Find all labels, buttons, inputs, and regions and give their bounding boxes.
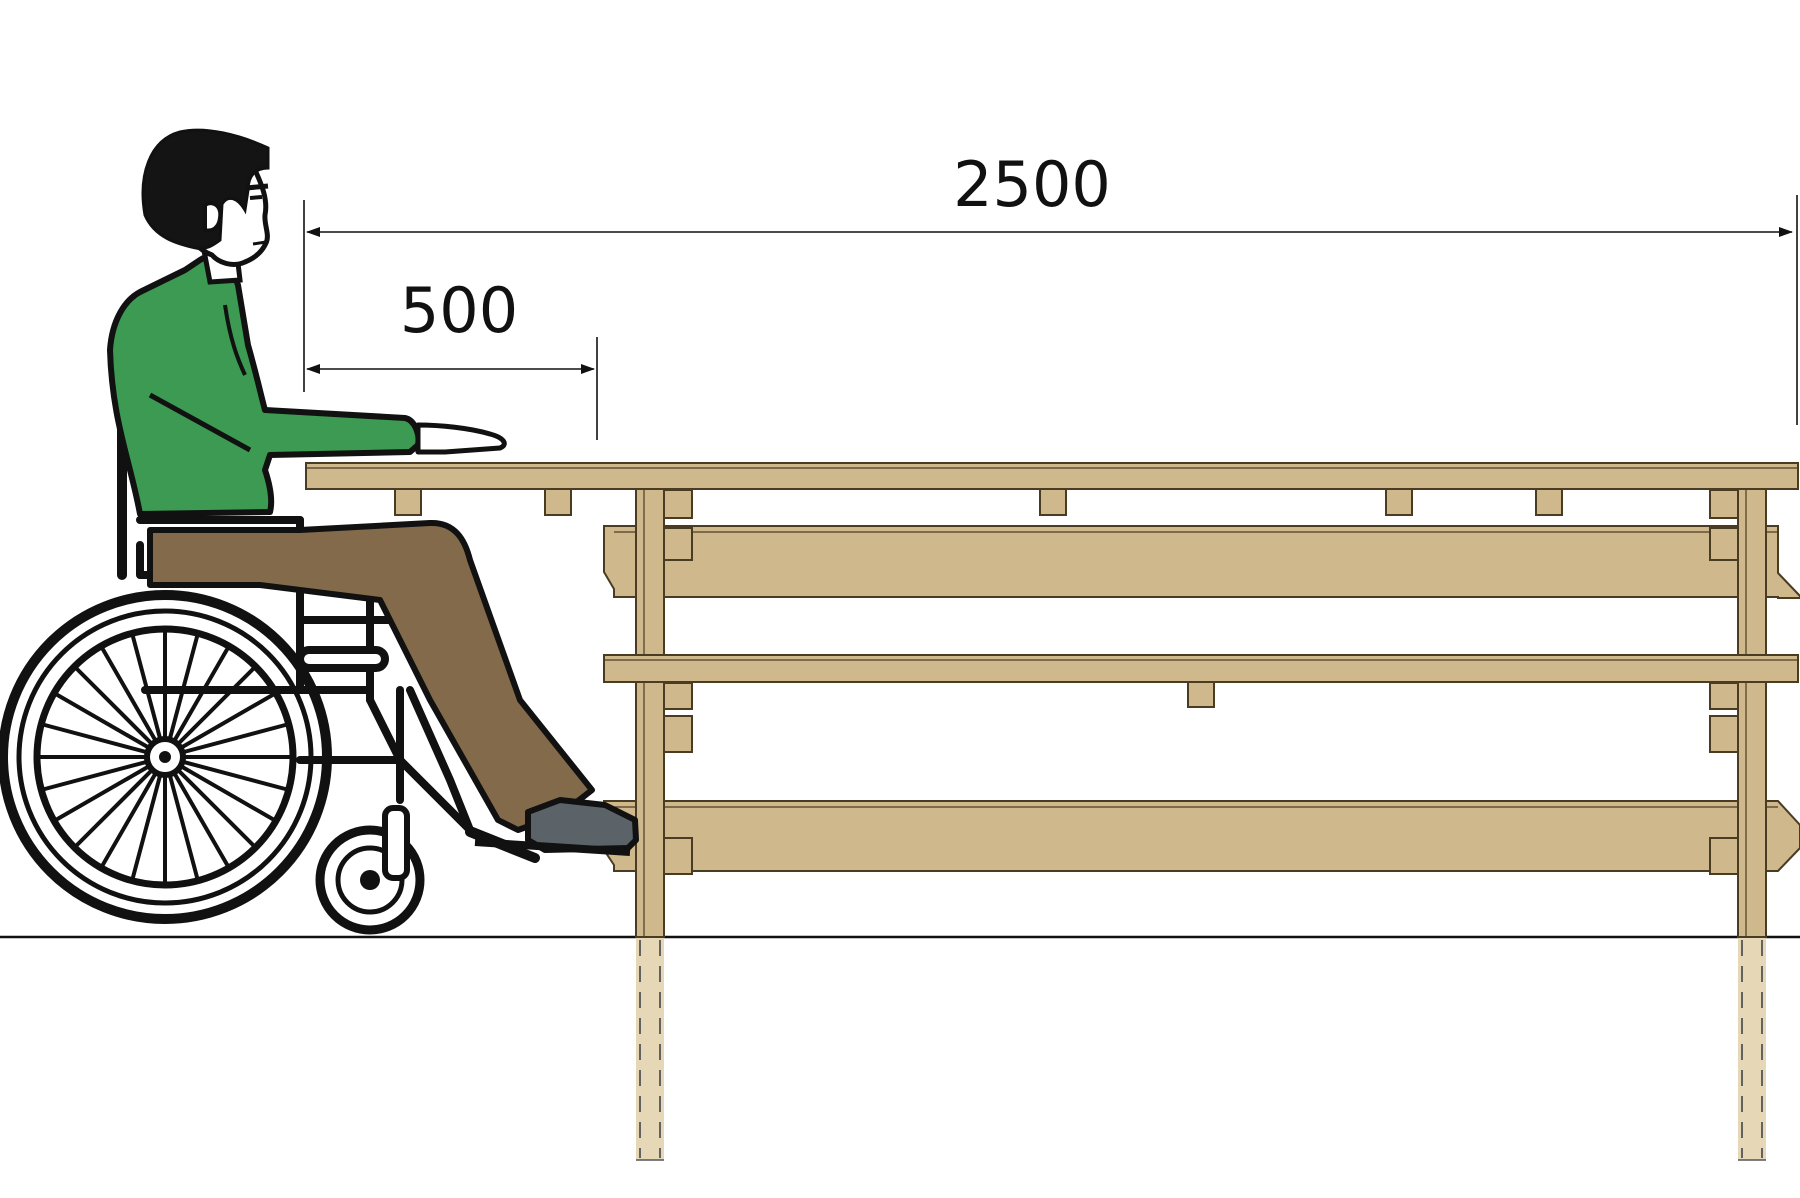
mouth bbox=[252, 240, 267, 246]
wheelchair-user-figure bbox=[0, 128, 639, 935]
upper-rail bbox=[603, 525, 1800, 599]
dimension-total: 2500 bbox=[303, 148, 1798, 425]
dimension-label-overhang: 500 bbox=[400, 274, 518, 347]
dimension-overhang: 500 bbox=[306, 274, 598, 440]
eye bbox=[249, 195, 263, 200]
left-post bbox=[635, 479, 665, 938]
ear bbox=[203, 201, 223, 233]
wheelchair-caster-wheel bbox=[315, 805, 425, 935]
table-top bbox=[305, 462, 1799, 490]
bench-board bbox=[603, 654, 1799, 683]
right-post bbox=[1737, 479, 1767, 938]
hand bbox=[415, 422, 507, 455]
dimension-label-total: 2500 bbox=[953, 148, 1111, 221]
shirt bbox=[107, 253, 422, 517]
wheelchair-big-wheel bbox=[0, 590, 332, 924]
eyebrow bbox=[245, 183, 269, 191]
wheelchair-footrest bbox=[465, 827, 540, 863]
lower-rail bbox=[603, 800, 1800, 872]
picnic-table bbox=[305, 462, 1800, 1161]
wheelchair-frame bbox=[136, 516, 524, 854]
trousers bbox=[147, 519, 595, 833]
